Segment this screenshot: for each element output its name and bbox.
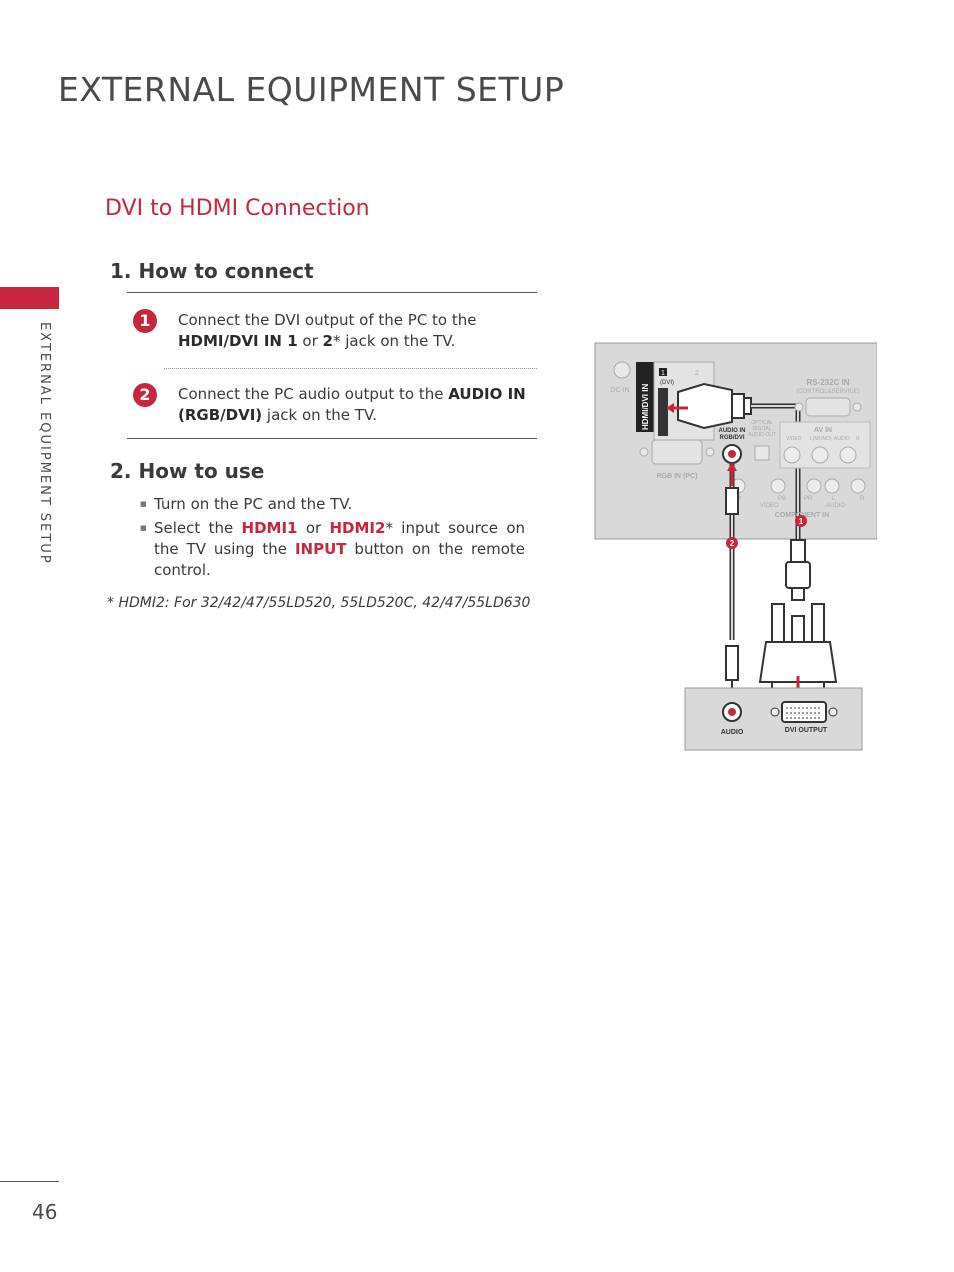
- diagram-marker-1: 1: [799, 517, 804, 526]
- dvi-cable-neck: [791, 587, 805, 601]
- how-to-connect-heading: 1. How to connect: [110, 259, 314, 283]
- step-divider: [164, 368, 537, 369]
- dc-in-label: DC-IN: [610, 387, 629, 394]
- comp-audio-label: AUDIO: [826, 503, 845, 509]
- footer-rule: [0, 1181, 59, 1182]
- pc-dvi-screw-left: [770, 707, 780, 717]
- rs232-screw-left: [794, 402, 804, 412]
- step-1-text: Connect the DVI output of the PC to the …: [178, 311, 477, 350]
- av-audio-l-jack: [811, 446, 829, 464]
- how-to-use-list: Turn on the PC and the TV. Select the HD…: [140, 494, 525, 584]
- pc-audio-jack-center: [728, 708, 736, 716]
- dvi-thumbscrew-right: [811, 603, 825, 643]
- rs232-sub-label: (CONTROL&SERVICE): [796, 389, 860, 395]
- hdmi-arrow-head: [666, 403, 674, 413]
- pc-audio-label: AUDIO: [721, 729, 744, 736]
- comp-pr-jack: [806, 478, 822, 494]
- hdmi-plug-collar: [731, 393, 745, 419]
- hdmi-port-1-dvi-label: (DVI): [660, 380, 674, 386]
- dvi-thumbscrew-left: [771, 603, 785, 643]
- section-tab-marker: [0, 287, 59, 309]
- connection-diagram: DC-IN HDMI/DVI IN 1 (DVI) 2 AUDIO IN RGB…: [592, 340, 877, 760]
- hdmi-logo: HDMI/DVI IN: [641, 384, 650, 430]
- diagram-marker-1-circle: [795, 515, 807, 527]
- hdmi-port-1-number: 1: [661, 370, 665, 377]
- steps-bottom-rule: [127, 438, 537, 439]
- dvi-plug-body: [758, 641, 838, 683]
- how-to-use-heading: 2. How to use: [110, 459, 265, 483]
- dvi-cable-sleeve: [790, 539, 806, 563]
- av-audio-label: AUDIO: [834, 436, 850, 442]
- rs232-label: RS-232C IN: [806, 378, 849, 387]
- hdmi-logo-bar: [636, 362, 654, 432]
- audio-arrow-up: [727, 462, 737, 471]
- diagram-marker-2: 2: [730, 539, 735, 548]
- optical-label-1: OPTICAL: [751, 420, 773, 426]
- av-video-jack: [783, 446, 801, 464]
- rgb-in-label: RGB IN (PC): [657, 473, 698, 480]
- av-audio-r-jack: [839, 446, 857, 464]
- av-mono-label: L(MONO): [810, 436, 832, 442]
- rs232-port: [805, 397, 851, 417]
- av-in-label: AV IN: [814, 427, 832, 434]
- comp-video-label: VIDEO: [760, 503, 779, 509]
- step-2-badge: 2: [133, 383, 157, 407]
- dc-in-jack: [613, 361, 631, 379]
- audio-in-label: AUDIO IN: [719, 428, 746, 434]
- heading-rule: [127, 292, 537, 293]
- optical-label-3: AUDIO OUT: [748, 432, 776, 438]
- hdmi-port-1-slot: [658, 388, 668, 436]
- pc-back-panel: [684, 687, 863, 751]
- av-video-label: VIDEO: [786, 436, 802, 442]
- footnote: * HDMI2: For 32/42/47/55LD520, 55LD520C,…: [107, 595, 531, 611]
- audio-plug-bottom: [725, 645, 739, 681]
- rgb-in-port: [651, 439, 703, 465]
- comp-pb-jack: [770, 478, 786, 494]
- comp-audio-r-jack: [850, 478, 866, 494]
- step-2-text: Connect the PC audio output to the AUDIO…: [178, 385, 526, 424]
- section-title: DVI to HDMI Connection: [105, 196, 370, 221]
- dvi-plug-center: [791, 615, 805, 643]
- optical-port: [754, 445, 770, 461]
- hdmi-plug: [677, 382, 733, 430]
- rs232-screw-right: [852, 402, 862, 412]
- comp-r-label: R: [860, 496, 865, 502]
- rgb-screw-right: [705, 447, 715, 457]
- hdmi-port-2-number: 2: [695, 370, 699, 377]
- comp-y-label: Y: [738, 496, 742, 502]
- pc-dvi-output-port: [781, 701, 827, 723]
- page-title: EXTERNAL EQUIPMENT SETUP: [58, 70, 565, 109]
- side-section-label: EXTERNAL EQUIPMENT SETUP: [37, 322, 52, 565]
- audio-plug-top: [725, 487, 739, 515]
- pc-dvi-screw-right: [828, 707, 838, 717]
- optical-label-2: DIGITAL: [752, 426, 771, 432]
- dvi-cable-ferrite: [785, 561, 811, 589]
- comp-l-label: L: [832, 496, 836, 502]
- list-item: Select the HDMI1 or HDMI2* input source …: [140, 518, 525, 581]
- step-1-badge: 1: [133, 309, 157, 333]
- list-item: Turn on the PC and the TV.: [140, 494, 525, 515]
- av-r-label: R: [856, 436, 860, 442]
- page-number: 46: [32, 1200, 58, 1224]
- comp-pb-label: PB: [778, 496, 786, 502]
- dvi-output-label: DVI OUTPUT: [785, 727, 828, 734]
- hdmi-plug-strain-relief: [743, 397, 752, 415]
- comp-audio-l-jack: [824, 478, 840, 494]
- audio-in-sub-label: RGB/DVI: [719, 435, 744, 441]
- diagram-marker-2-circle: [726, 537, 738, 549]
- hdmi-port-1-badge: [659, 368, 667, 376]
- audio-in-jack-center: [728, 450, 736, 458]
- rgb-screw-left: [639, 447, 649, 457]
- comp-pr-label: PR: [804, 496, 813, 502]
